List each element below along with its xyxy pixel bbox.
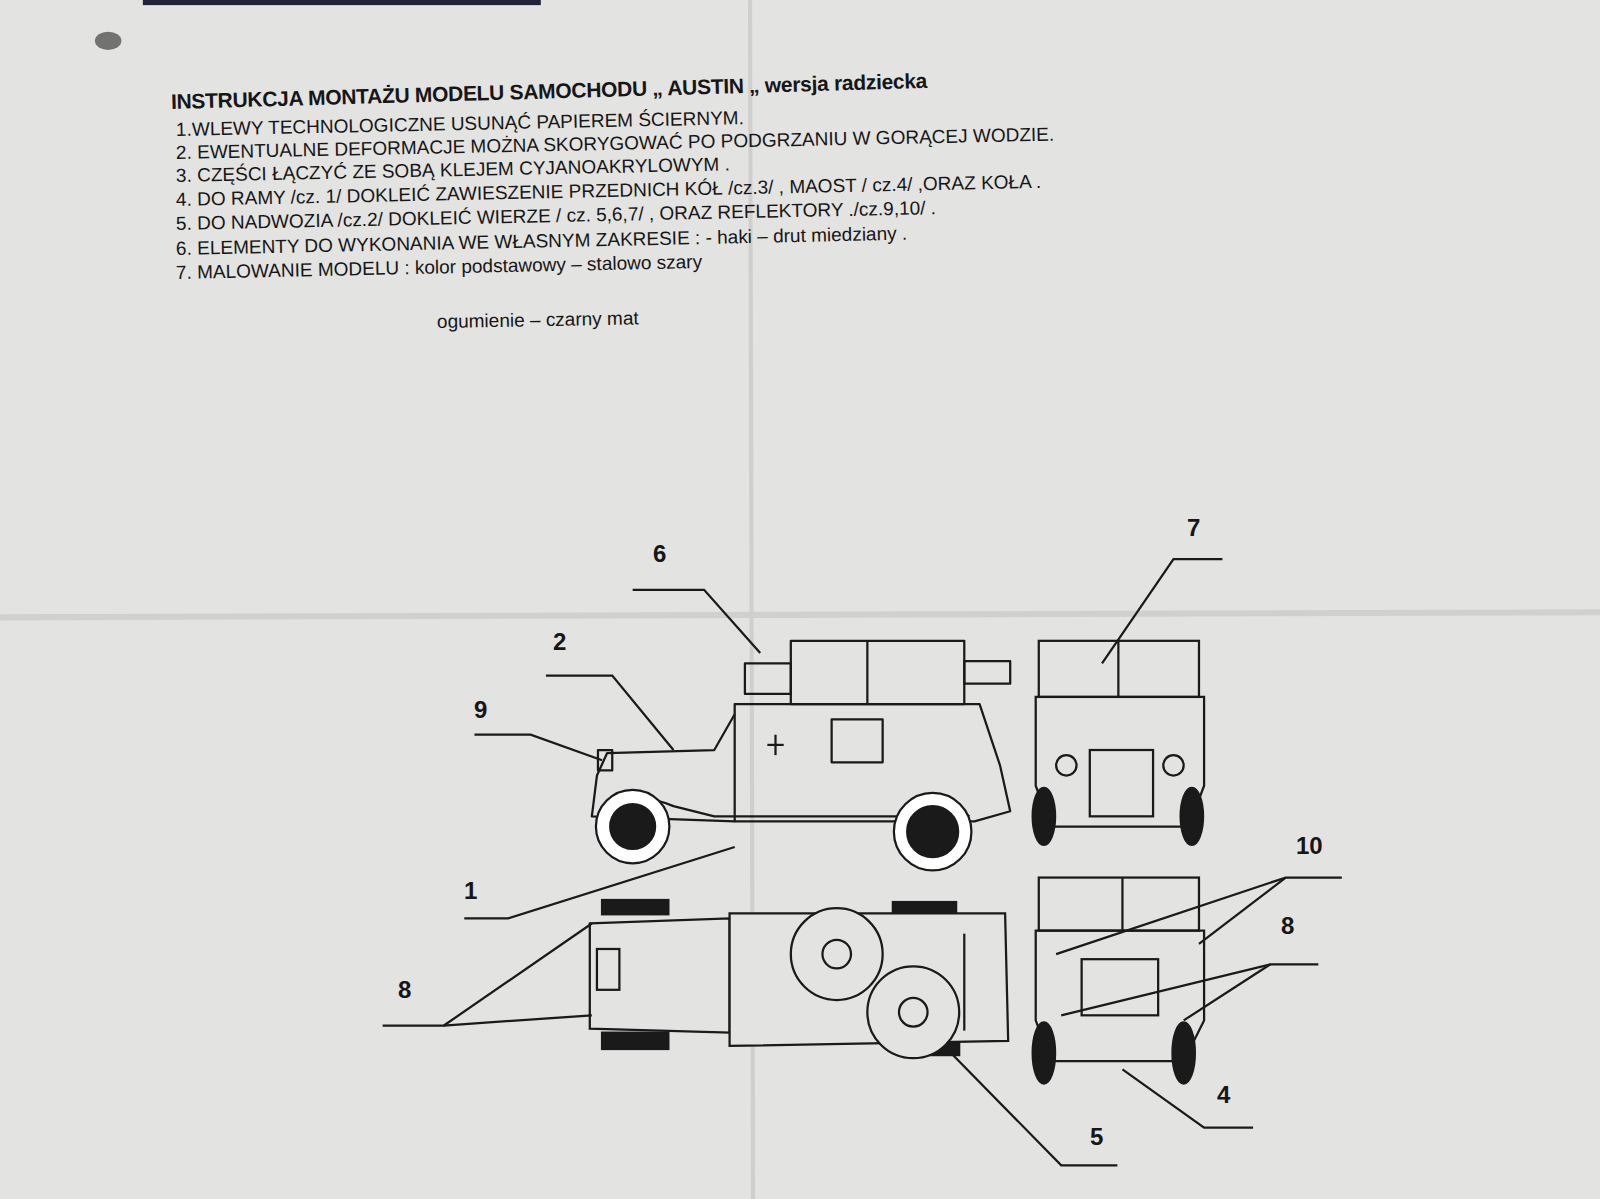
title: INSTRUKCJA MONTAŻU MODELU SAMOCHODU „ AU… xyxy=(171,69,928,113)
callout-number: 8 xyxy=(398,977,411,1003)
side-view xyxy=(592,641,1010,871)
rear-view xyxy=(1033,878,1204,1084)
instruction-line: ogumienie – czarny mat xyxy=(437,308,639,332)
callout-number: 10 xyxy=(1296,833,1323,859)
callout-number: 2 xyxy=(553,629,566,655)
callout-number: 8 xyxy=(1281,913,1294,939)
top-view xyxy=(590,900,1008,1058)
callout-number: 7 xyxy=(1187,515,1200,541)
front-view xyxy=(1033,641,1204,845)
callout-number: 5 xyxy=(1090,1124,1103,1150)
callout-number: 9 xyxy=(474,697,487,723)
callout-number: 4 xyxy=(1217,1082,1230,1108)
callout-number: 6 xyxy=(653,541,666,567)
leader-lines xyxy=(383,559,1342,1165)
callout-number: 1 xyxy=(464,878,477,904)
